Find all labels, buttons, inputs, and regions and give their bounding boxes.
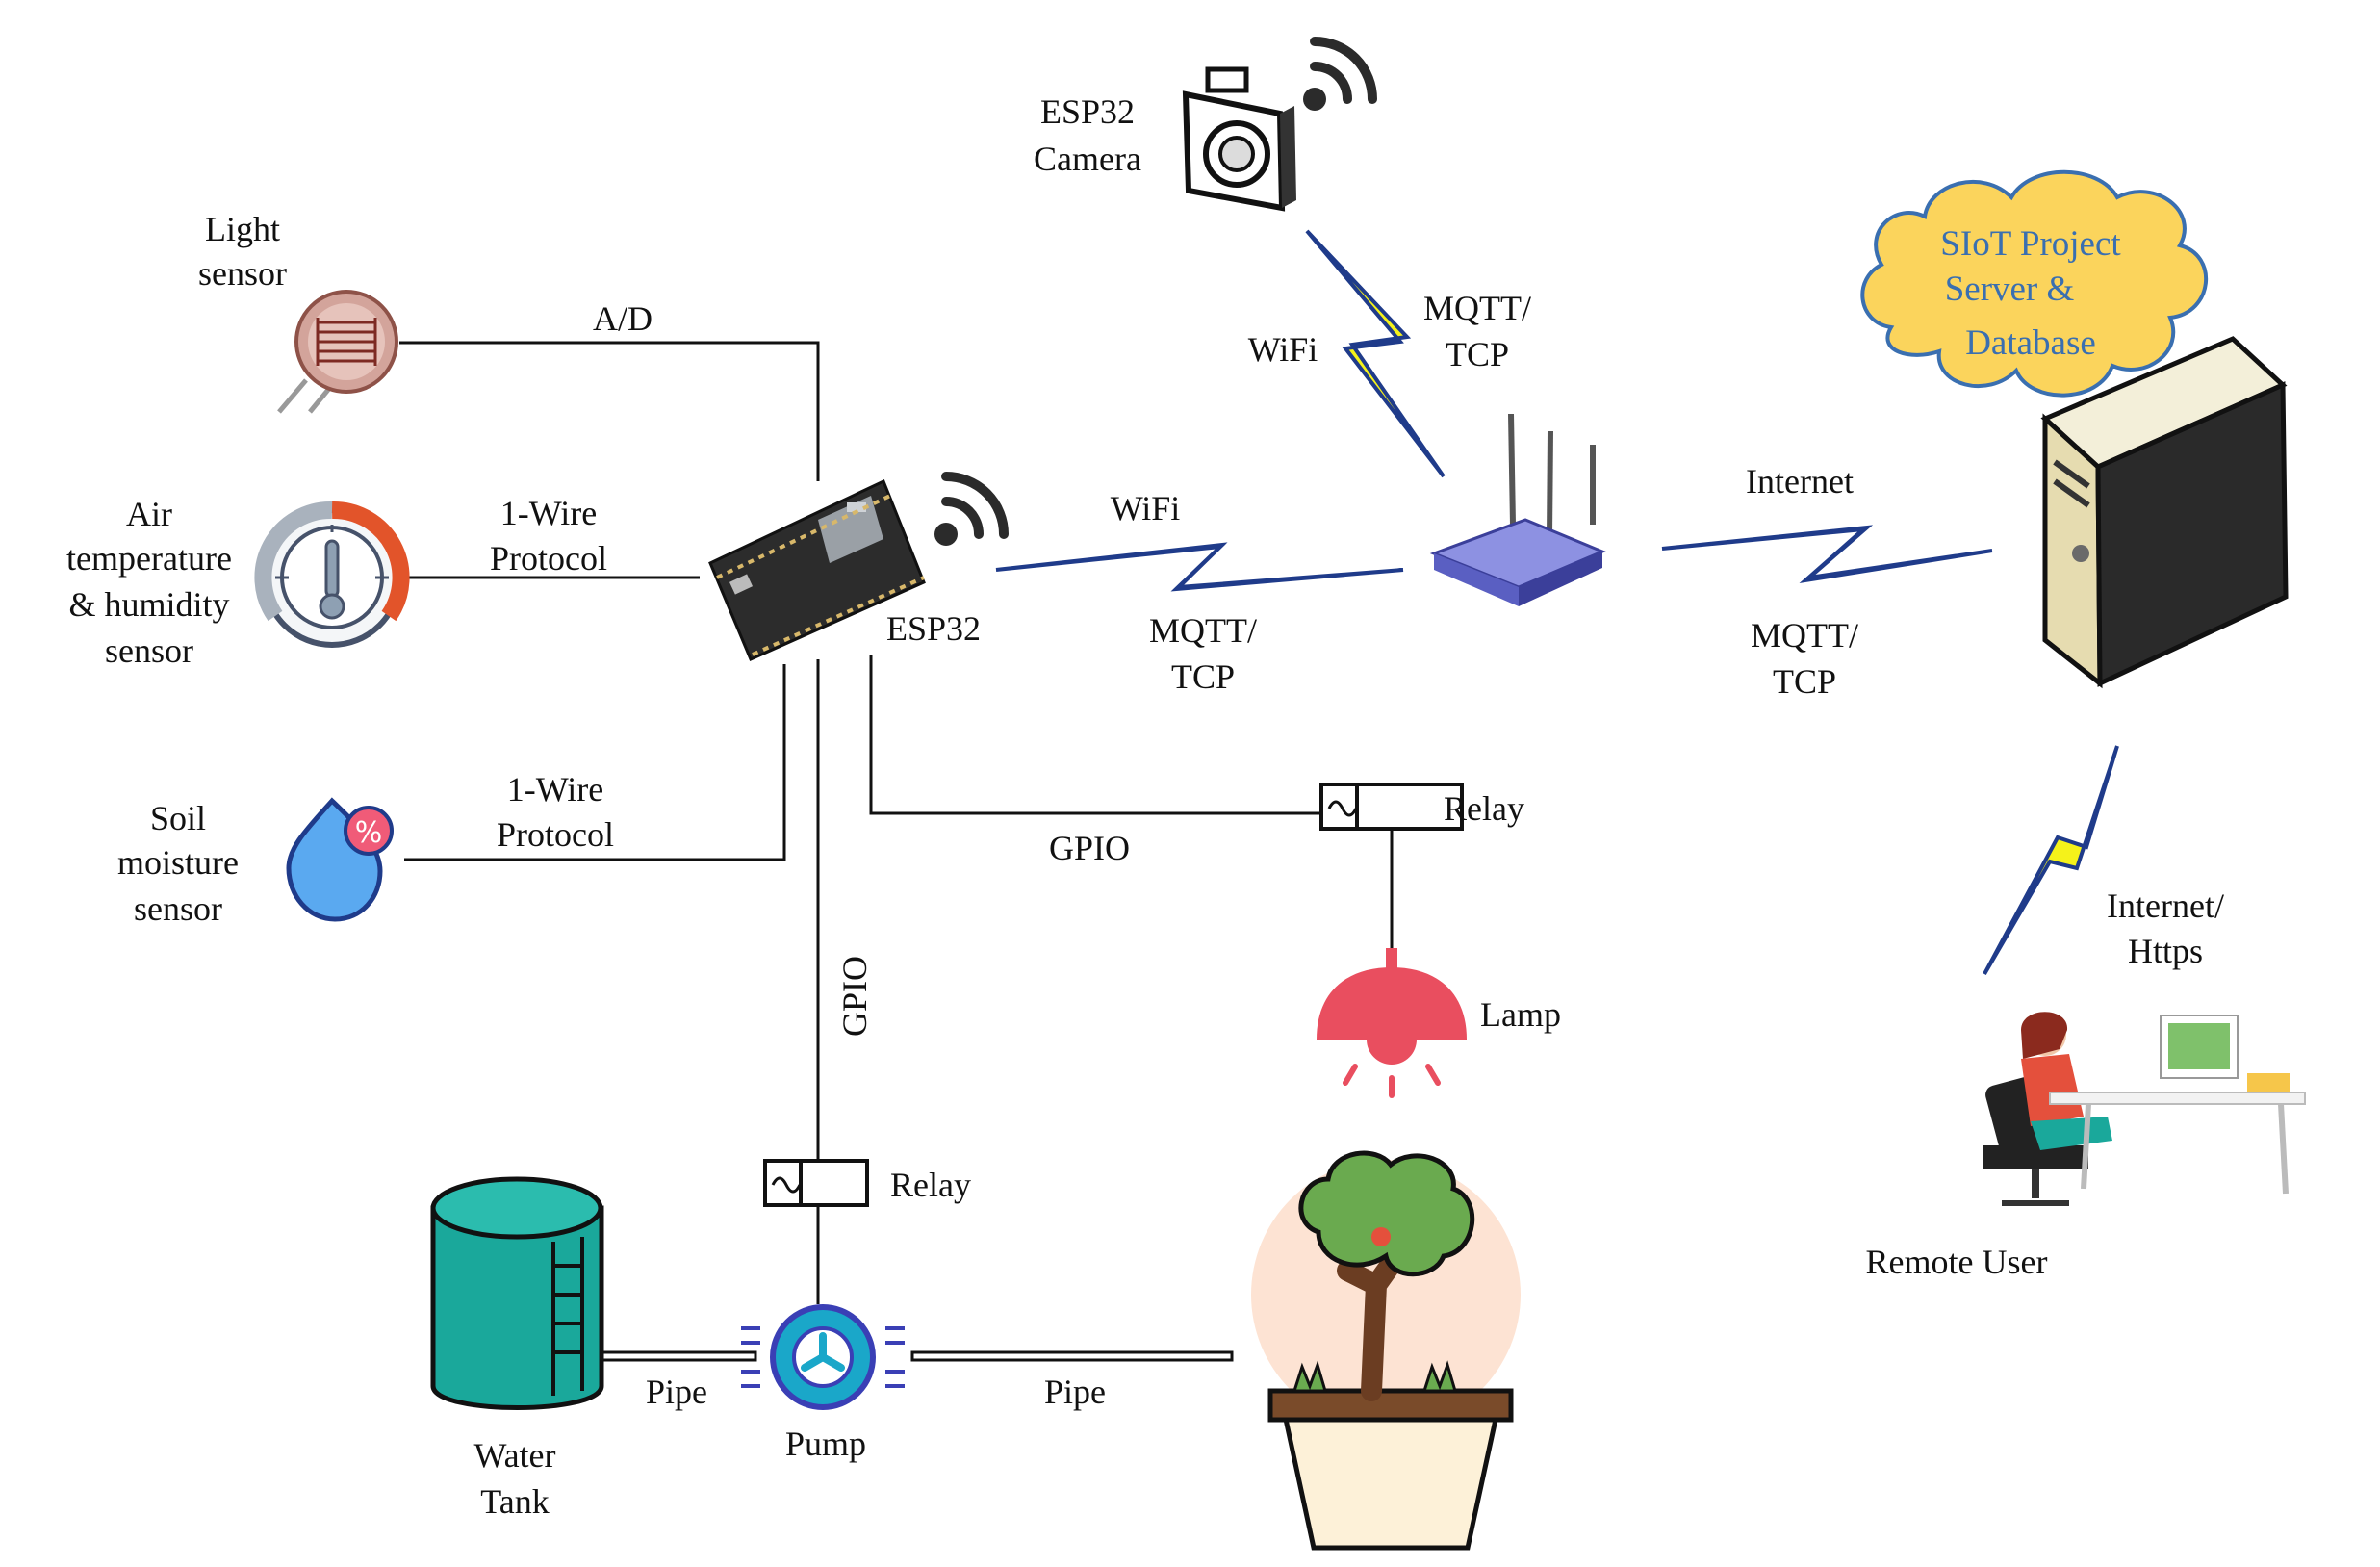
text-labels: Light sensor Air temperature & humidity …	[66, 92, 2224, 1521]
wifi-esp32-label: WiFi	[1111, 489, 1181, 527]
pipe-left	[600, 1350, 757, 1362]
lightning-bolts	[995, 229, 2119, 976]
pipes	[600, 1350, 1234, 1362]
internet-router-server-bolt	[1661, 525, 1993, 584]
remote-user-icon	[1983, 1012, 2306, 1206]
esp32-board-icon	[708, 478, 926, 661]
wifi-camera-router-bolt	[1305, 229, 1446, 478]
air-link-label-line1: 1-Wire	[500, 494, 598, 532]
relay-pump-label: Relay	[890, 1166, 971, 1204]
mqtt-esp32-label-line2: TCP	[1171, 657, 1235, 696]
water-tank-label-line1: Water	[473, 1436, 555, 1475]
pipe-right-label: Pipe	[1044, 1373, 1106, 1411]
soil-sensor-label-line1: Soil	[150, 799, 206, 837]
esp32-label: ESP32	[886, 609, 981, 648]
light-sensor-label-line1: Light	[205, 210, 280, 248]
lamp-label: Lamp	[1480, 995, 1561, 1034]
connection-lines	[399, 341, 1394, 1304]
https-link-label-line2: Https	[2128, 932, 2203, 970]
router-icon	[1429, 413, 1606, 606]
camera-label-line1: ESP32	[1040, 92, 1135, 131]
camera-icon	[1182, 66, 1296, 212]
thermometer-gauge-icon	[254, 501, 410, 648]
internet-https-bolt	[1983, 745, 2119, 976]
pipe-right	[910, 1350, 1234, 1362]
relay-pump-icon	[763, 1159, 869, 1207]
mqtt-server-label-line1: MQTT/	[1751, 616, 1858, 655]
pipe-left-label: Pipe	[646, 1373, 707, 1411]
light-sensor-icon	[277, 290, 398, 414]
light-to-esp32-line	[399, 341, 820, 481]
esp32-wifi-icon	[934, 472, 1009, 546]
air-sensor-label-line3: & humidity	[68, 585, 229, 624]
wifi-esp32-router-bolt	[995, 542, 1404, 592]
soil-sensor-label-line3: sensor	[134, 889, 222, 928]
cloud-icon	[1860, 169, 2209, 398]
cloud-label-line3: Database	[1965, 323, 2096, 363]
soil-moisture-icon: %	[286, 797, 394, 922]
pump-label: Pump	[785, 1425, 866, 1463]
air-sensor-label-line1: Air	[126, 495, 172, 533]
soil-sensor-label-line2: moisture	[117, 843, 239, 882]
relay-lamp-icon	[1319, 783, 1464, 831]
soil-link-label-line1: 1-Wire	[507, 770, 604, 809]
air-sensor-label-line4: sensor	[105, 631, 193, 670]
camera-label-line2: Camera	[1034, 140, 1141, 178]
relay-lamp-label: Relay	[1444, 789, 1524, 828]
air-link-label-line2: Protocol	[490, 539, 607, 578]
svg-text:%: %	[355, 816, 383, 850]
wifi-camera-label: WiFi	[1248, 330, 1318, 369]
soil-link-label-line2: Protocol	[497, 815, 614, 854]
air-sensor-label-line2: temperature	[66, 539, 232, 578]
remote-user-label: Remote User	[1866, 1243, 2048, 1281]
water-tank-label-line2: Tank	[480, 1482, 549, 1521]
ad-link-label: A/D	[593, 299, 653, 338]
gpio-lamp-link-label: GPIO	[1049, 829, 1130, 867]
https-link-label-line1: Internet/	[2107, 886, 2224, 925]
lamp-icon	[1317, 948, 1467, 1098]
mqtt-esp32-label-line1: MQTT/	[1149, 611, 1257, 650]
mqtt-camera-label-line1: MQTT/	[1423, 289, 1531, 327]
potted-plant-icon	[1251, 1150, 1521, 1551]
mqtt-camera-label-line2: TCP	[1446, 335, 1509, 373]
server-tower-icon	[2040, 336, 2289, 689]
soil-to-esp32-line	[404, 664, 786, 861]
mqtt-server-label-line2: TCP	[1773, 662, 1836, 701]
cloud-label-line2: Server &	[1945, 270, 2075, 309]
pump-icon	[741, 1304, 905, 1410]
water-tank-icon	[430, 1176, 604, 1410]
camera-wifi-icon	[1303, 37, 1377, 111]
light-sensor-label-line2: sensor	[198, 254, 287, 293]
cloud-label-line1: SIoT Project	[1940, 224, 2121, 264]
gpio-pump-link-label: GPIO	[835, 956, 874, 1037]
internet-link-label: Internet	[1746, 462, 1854, 501]
esp32-to-lamp-relay-line	[869, 655, 1321, 815]
